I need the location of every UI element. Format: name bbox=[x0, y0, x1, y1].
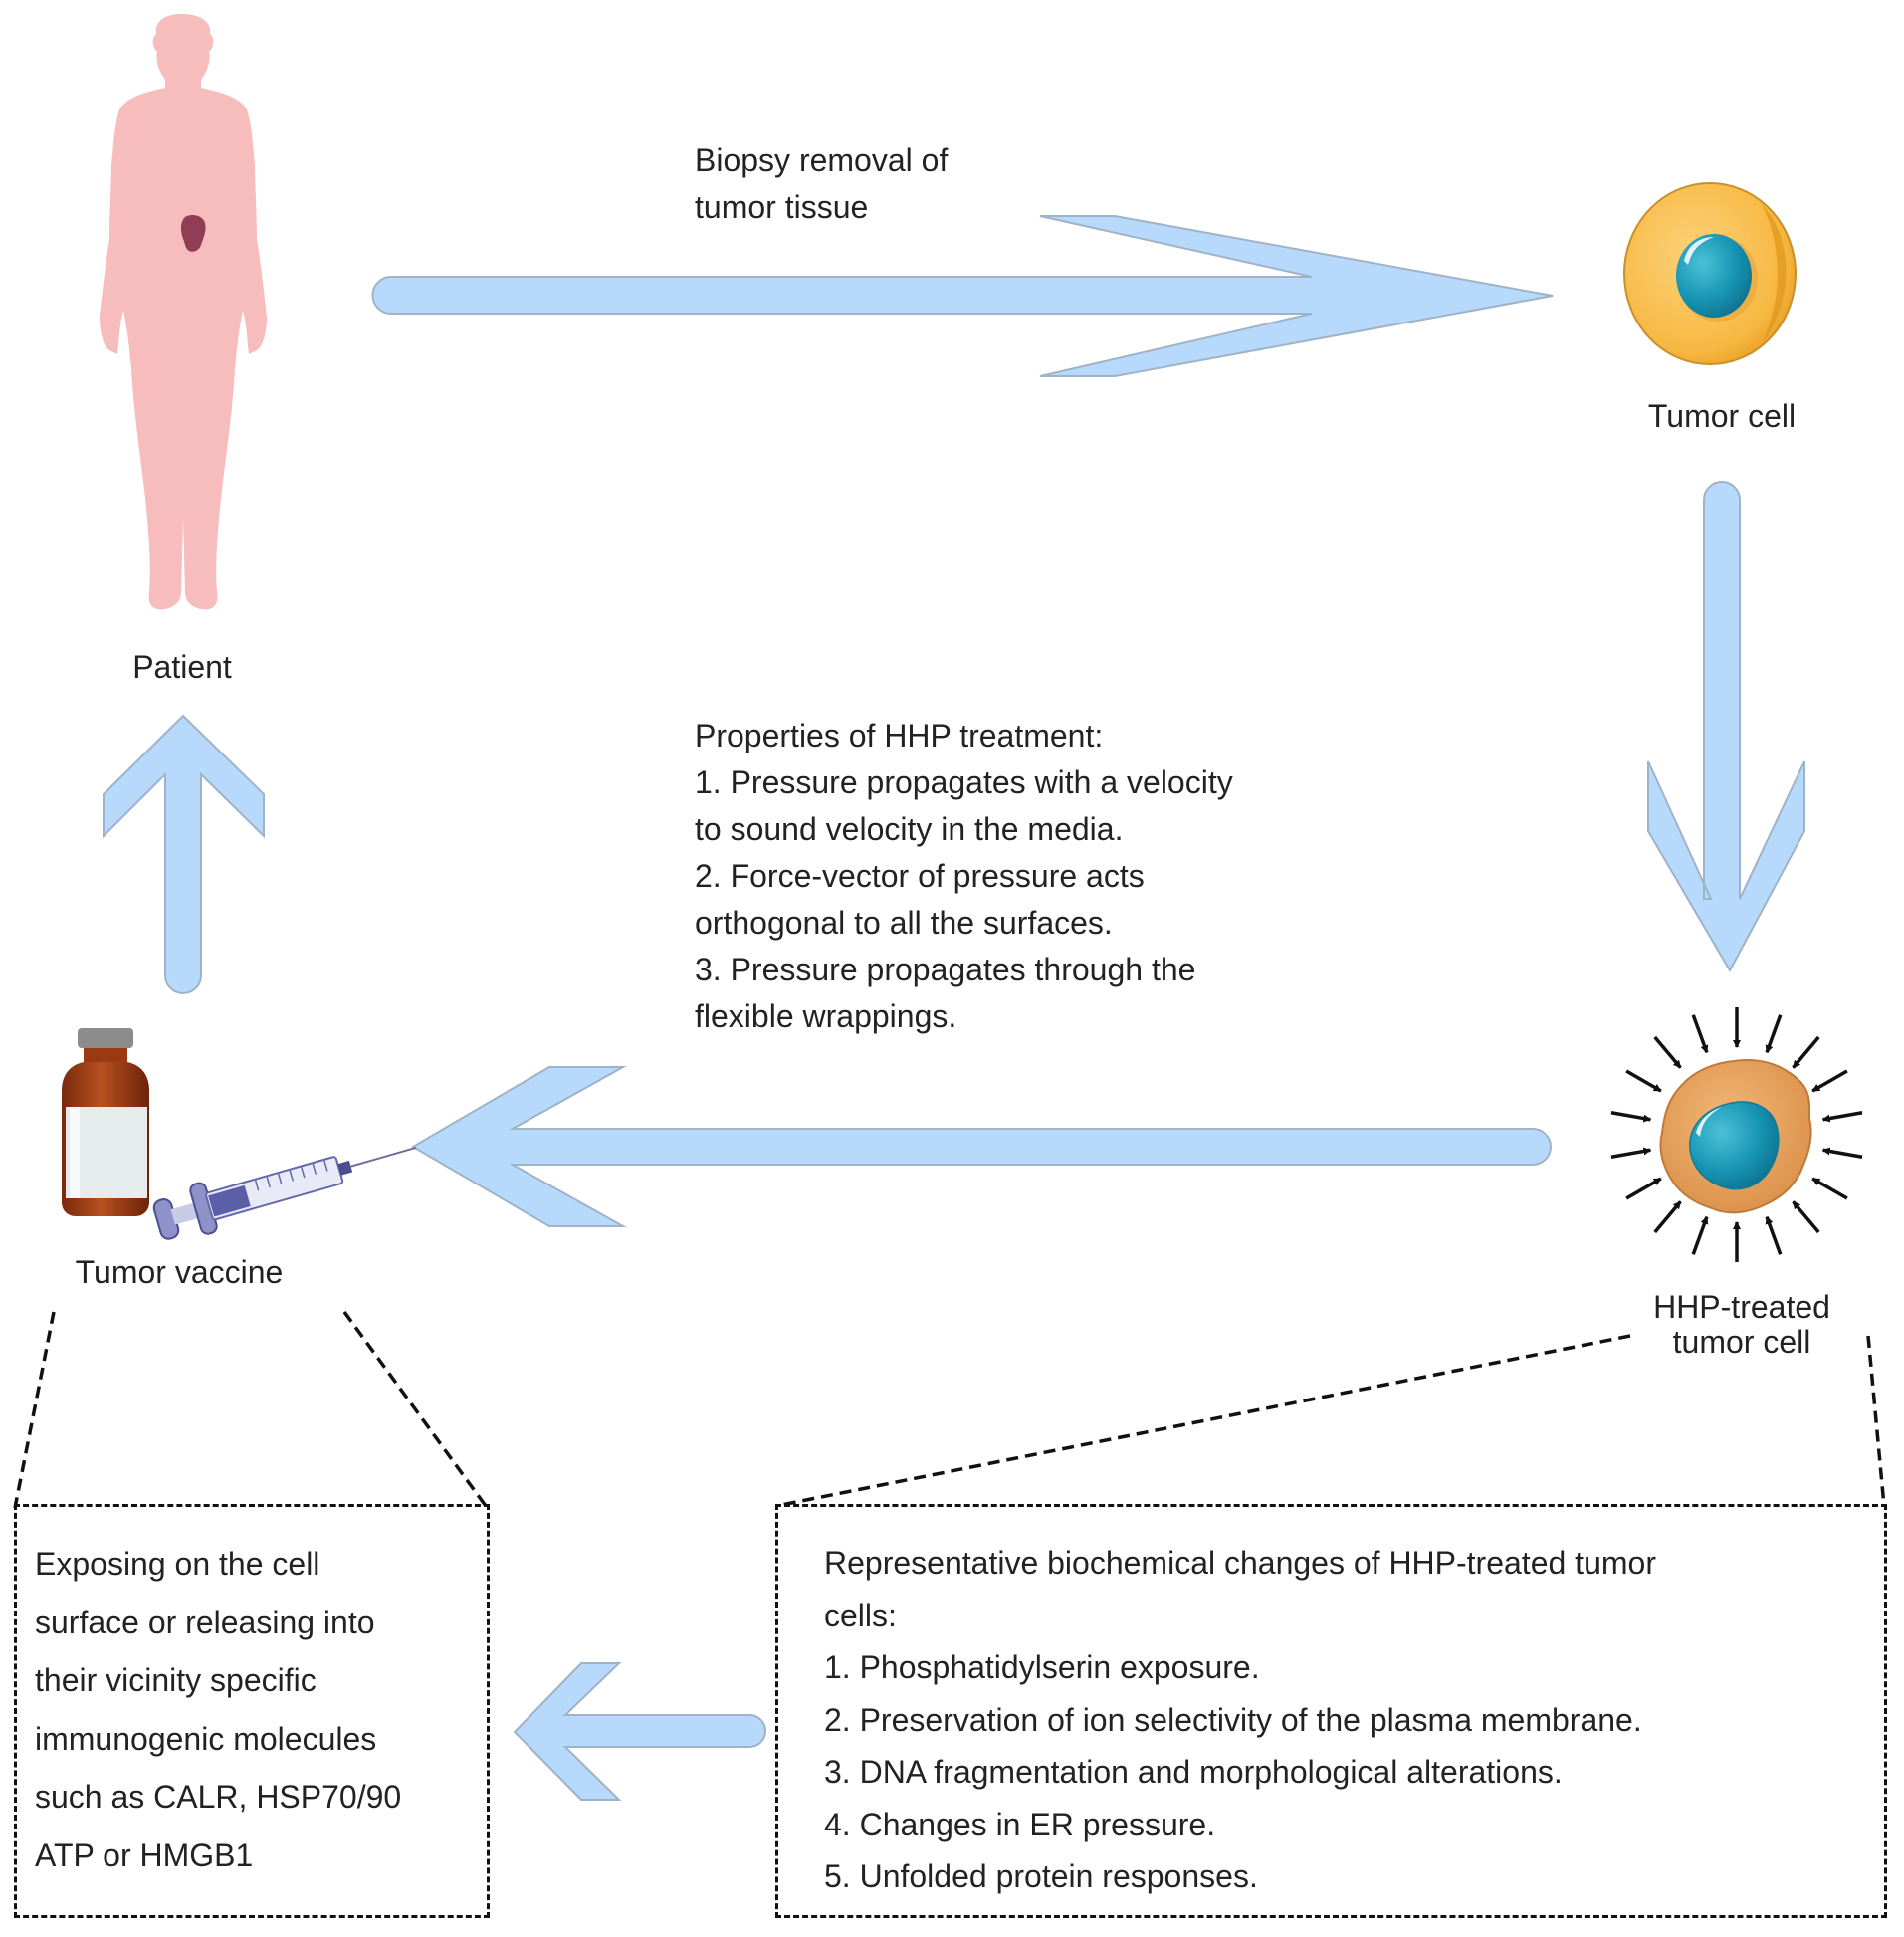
biochemical-title: Representative biochemical changes of HH… bbox=[824, 1545, 1656, 1581]
immunogenic-line: immunogenic molecules bbox=[35, 1720, 377, 1757]
pressure-arrow-icon bbox=[1792, 1200, 1820, 1234]
immunogenic-box-text: Exposing on the cell surface or releasin… bbox=[35, 1535, 401, 1884]
biochemical-changes-text: Representative biochemical changes of HH… bbox=[824, 1537, 1656, 1903]
pressure-arrow-icon bbox=[1610, 1147, 1652, 1159]
hhp-property-line: 3. Pressure propagates through the bbox=[695, 952, 1196, 987]
pressure-arrow-icon bbox=[1811, 1069, 1848, 1093]
patient-label: Patient bbox=[132, 649, 232, 685]
hhp-properties-text: Properties of HHP treatment: 1. Pressure… bbox=[695, 713, 1233, 1040]
hhp-property-line: 2. Force-vector of pressure acts bbox=[695, 858, 1145, 894]
pressure-arrow-icon bbox=[1765, 1215, 1783, 1255]
arrow-treatment bbox=[1647, 481, 1805, 973]
pressure-arrow-icon bbox=[1792, 1035, 1820, 1069]
pressure-arrow-icon bbox=[1653, 1200, 1682, 1234]
biopsy-arrow-label: Biopsy removal of tumor tissue bbox=[695, 137, 948, 231]
connector-vaccine-left bbox=[13, 1311, 56, 1509]
hhp-cell-label-line-2: tumor cell bbox=[1672, 1324, 1811, 1360]
biochemical-item: 2. Preservation of ion selectivity of th… bbox=[824, 1701, 1642, 1738]
biochemical-item: 1. Phosphatidylserin exposure. bbox=[824, 1649, 1260, 1685]
pressure-arrow-icon bbox=[1691, 1215, 1709, 1255]
pressure-arrow-icon bbox=[1691, 1014, 1709, 1054]
pressure-arrow-icon bbox=[1811, 1177, 1848, 1200]
arrow-administer bbox=[103, 714, 265, 994]
hhp-properties-title: Properties of HHP treatment: bbox=[695, 718, 1104, 753]
immunogenic-line: Exposing on the cell bbox=[35, 1546, 320, 1582]
vial-icon bbox=[62, 1028, 149, 1216]
biopsy-label-line-2: tumor tissue bbox=[695, 189, 869, 225]
arrow-biopsy bbox=[371, 215, 1554, 377]
pressure-arrows bbox=[1610, 1007, 1863, 1262]
immunogenic-line: surface or releasing into bbox=[35, 1604, 375, 1640]
connector-hhp-left bbox=[775, 1334, 1631, 1508]
pressurized-cell-icon bbox=[1610, 1007, 1863, 1262]
zoom-connectors bbox=[13, 1310, 1886, 1509]
hhp-property-line: orthogonal to all the surfaces. bbox=[695, 905, 1113, 941]
biochemical-item: 5. Unfolded protein responses. bbox=[824, 1858, 1258, 1894]
pressure-arrow-icon bbox=[1821, 1147, 1863, 1159]
syringe-icon bbox=[152, 1146, 417, 1240]
immunogenic-box: Exposing on the cell surface or releasin… bbox=[14, 1504, 490, 1918]
hhp-property-line: 1. Pressure propagates with a velocity bbox=[695, 764, 1233, 800]
connector-vaccine-right bbox=[342, 1310, 488, 1508]
pressure-arrow-icon bbox=[1625, 1177, 1662, 1200]
tumor-cell-label: Tumor cell bbox=[1647, 398, 1797, 434]
biochemical-item: 3. DNA fragmentation and morphological a… bbox=[824, 1754, 1563, 1790]
immunogenic-line: such as CALR, HSP70/90 bbox=[35, 1779, 402, 1815]
arrow-vaccine-prep bbox=[411, 1066, 1552, 1227]
immunogenic-line: their vicinity specific bbox=[35, 1662, 317, 1698]
arrow-immunogenic bbox=[513, 1662, 766, 1801]
hhp-property-line: to sound velocity in the media. bbox=[695, 811, 1124, 847]
tumor-cell-icon bbox=[1623, 182, 1797, 365]
hhp-cell-label-line-1: HHP-treated bbox=[1653, 1289, 1830, 1325]
vaccine-label: Tumor vaccine bbox=[75, 1254, 284, 1290]
hhp-property-line: flexible wrappings. bbox=[695, 998, 957, 1034]
pressure-arrow-icon bbox=[1765, 1014, 1783, 1054]
pressure-arrow-icon bbox=[1653, 1035, 1682, 1069]
connector-hhp-right bbox=[1866, 1335, 1886, 1507]
biopsy-label-line-1: Biopsy removal of bbox=[695, 142, 949, 178]
biochemical-item: 4. Changes in ER pressure. bbox=[824, 1806, 1216, 1842]
human-body-icon bbox=[100, 14, 267, 610]
pressure-arrow-icon bbox=[1610, 1111, 1652, 1123]
immunogenic-line: ATP or HMGB1 bbox=[35, 1836, 254, 1873]
pressure-arrow-icon bbox=[1625, 1069, 1662, 1093]
hhp-cell-label: HHP-treated tumor cell bbox=[1632, 1290, 1851, 1360]
vial-syringe-icon bbox=[62, 1028, 417, 1240]
tumor-organ-icon bbox=[181, 215, 206, 252]
biochemical-title-cont: cells: bbox=[824, 1597, 897, 1633]
pressure-arrow-icon bbox=[1821, 1111, 1863, 1123]
biochemical-changes-box: Representative biochemical changes of HH… bbox=[775, 1504, 1887, 1918]
